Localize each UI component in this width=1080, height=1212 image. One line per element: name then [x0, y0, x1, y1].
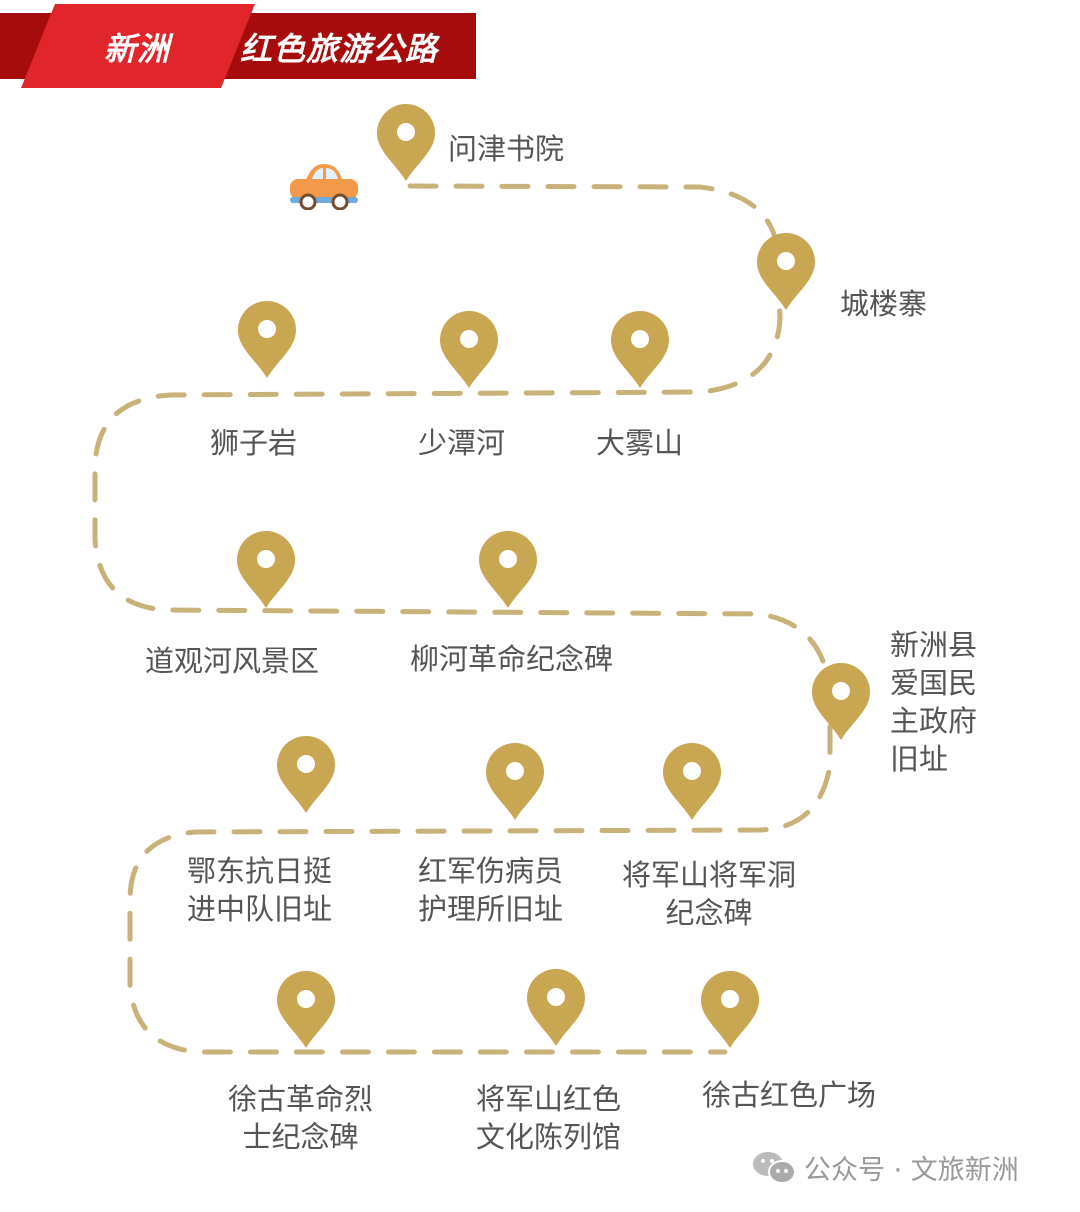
- map-pin-icon: [810, 662, 872, 742]
- stop-label: 少潭河: [418, 426, 506, 460]
- map-pin-icon: [699, 970, 761, 1050]
- stop-label: 大雾山: [596, 426, 684, 460]
- watermark: 公众号 · 文旅新洲: [752, 1148, 1019, 1187]
- stop-label: 道观河风景区: [145, 644, 320, 678]
- map-pin-icon: [375, 103, 437, 183]
- map-pin-icon: [275, 735, 337, 815]
- stop-label: 红军伤病员 护理所旧址: [418, 854, 564, 926]
- stop-label: 柳河革命纪念碑: [410, 642, 614, 676]
- stop-label: 问津书院: [448, 132, 565, 166]
- banner-title: 红色旅游公路: [240, 30, 439, 68]
- stop-label: 狮子岩: [210, 426, 298, 460]
- wechat-icon: [753, 1151, 796, 1184]
- stop-label: 将军山红色 文化陈列馆: [476, 1082, 622, 1154]
- car-icon: [290, 164, 358, 210]
- map-pin-icon: [609, 310, 671, 390]
- map-pin-icon: [275, 970, 337, 1050]
- stop-label: 将军山将军洞 纪念碑: [622, 858, 797, 930]
- map-pin-icon: [236, 300, 298, 380]
- stop-label: 鄂东抗日挺 进中队旧址: [187, 854, 333, 926]
- stop-label: 新洲县 爱国民 主政府 旧址: [890, 628, 978, 776]
- stop-label: 徐古红色广场: [702, 1078, 877, 1112]
- stop-label: 徐古革命烈 士纪念碑: [228, 1082, 374, 1154]
- map-pin-icon: [438, 310, 500, 390]
- map-pin-icon: [484, 742, 546, 822]
- watermark-text: 公众号 · 文旅新洲: [804, 1155, 1019, 1186]
- map-pin-icon: [525, 968, 587, 1048]
- stop-label: 城楼寨: [840, 287, 928, 321]
- map-pin-icon: [755, 232, 817, 312]
- banner-region: 新洲: [104, 30, 171, 68]
- map-pin-icon: [661, 742, 723, 822]
- map-pin-icon: [235, 530, 297, 610]
- map-pin-icon: [477, 530, 539, 610]
